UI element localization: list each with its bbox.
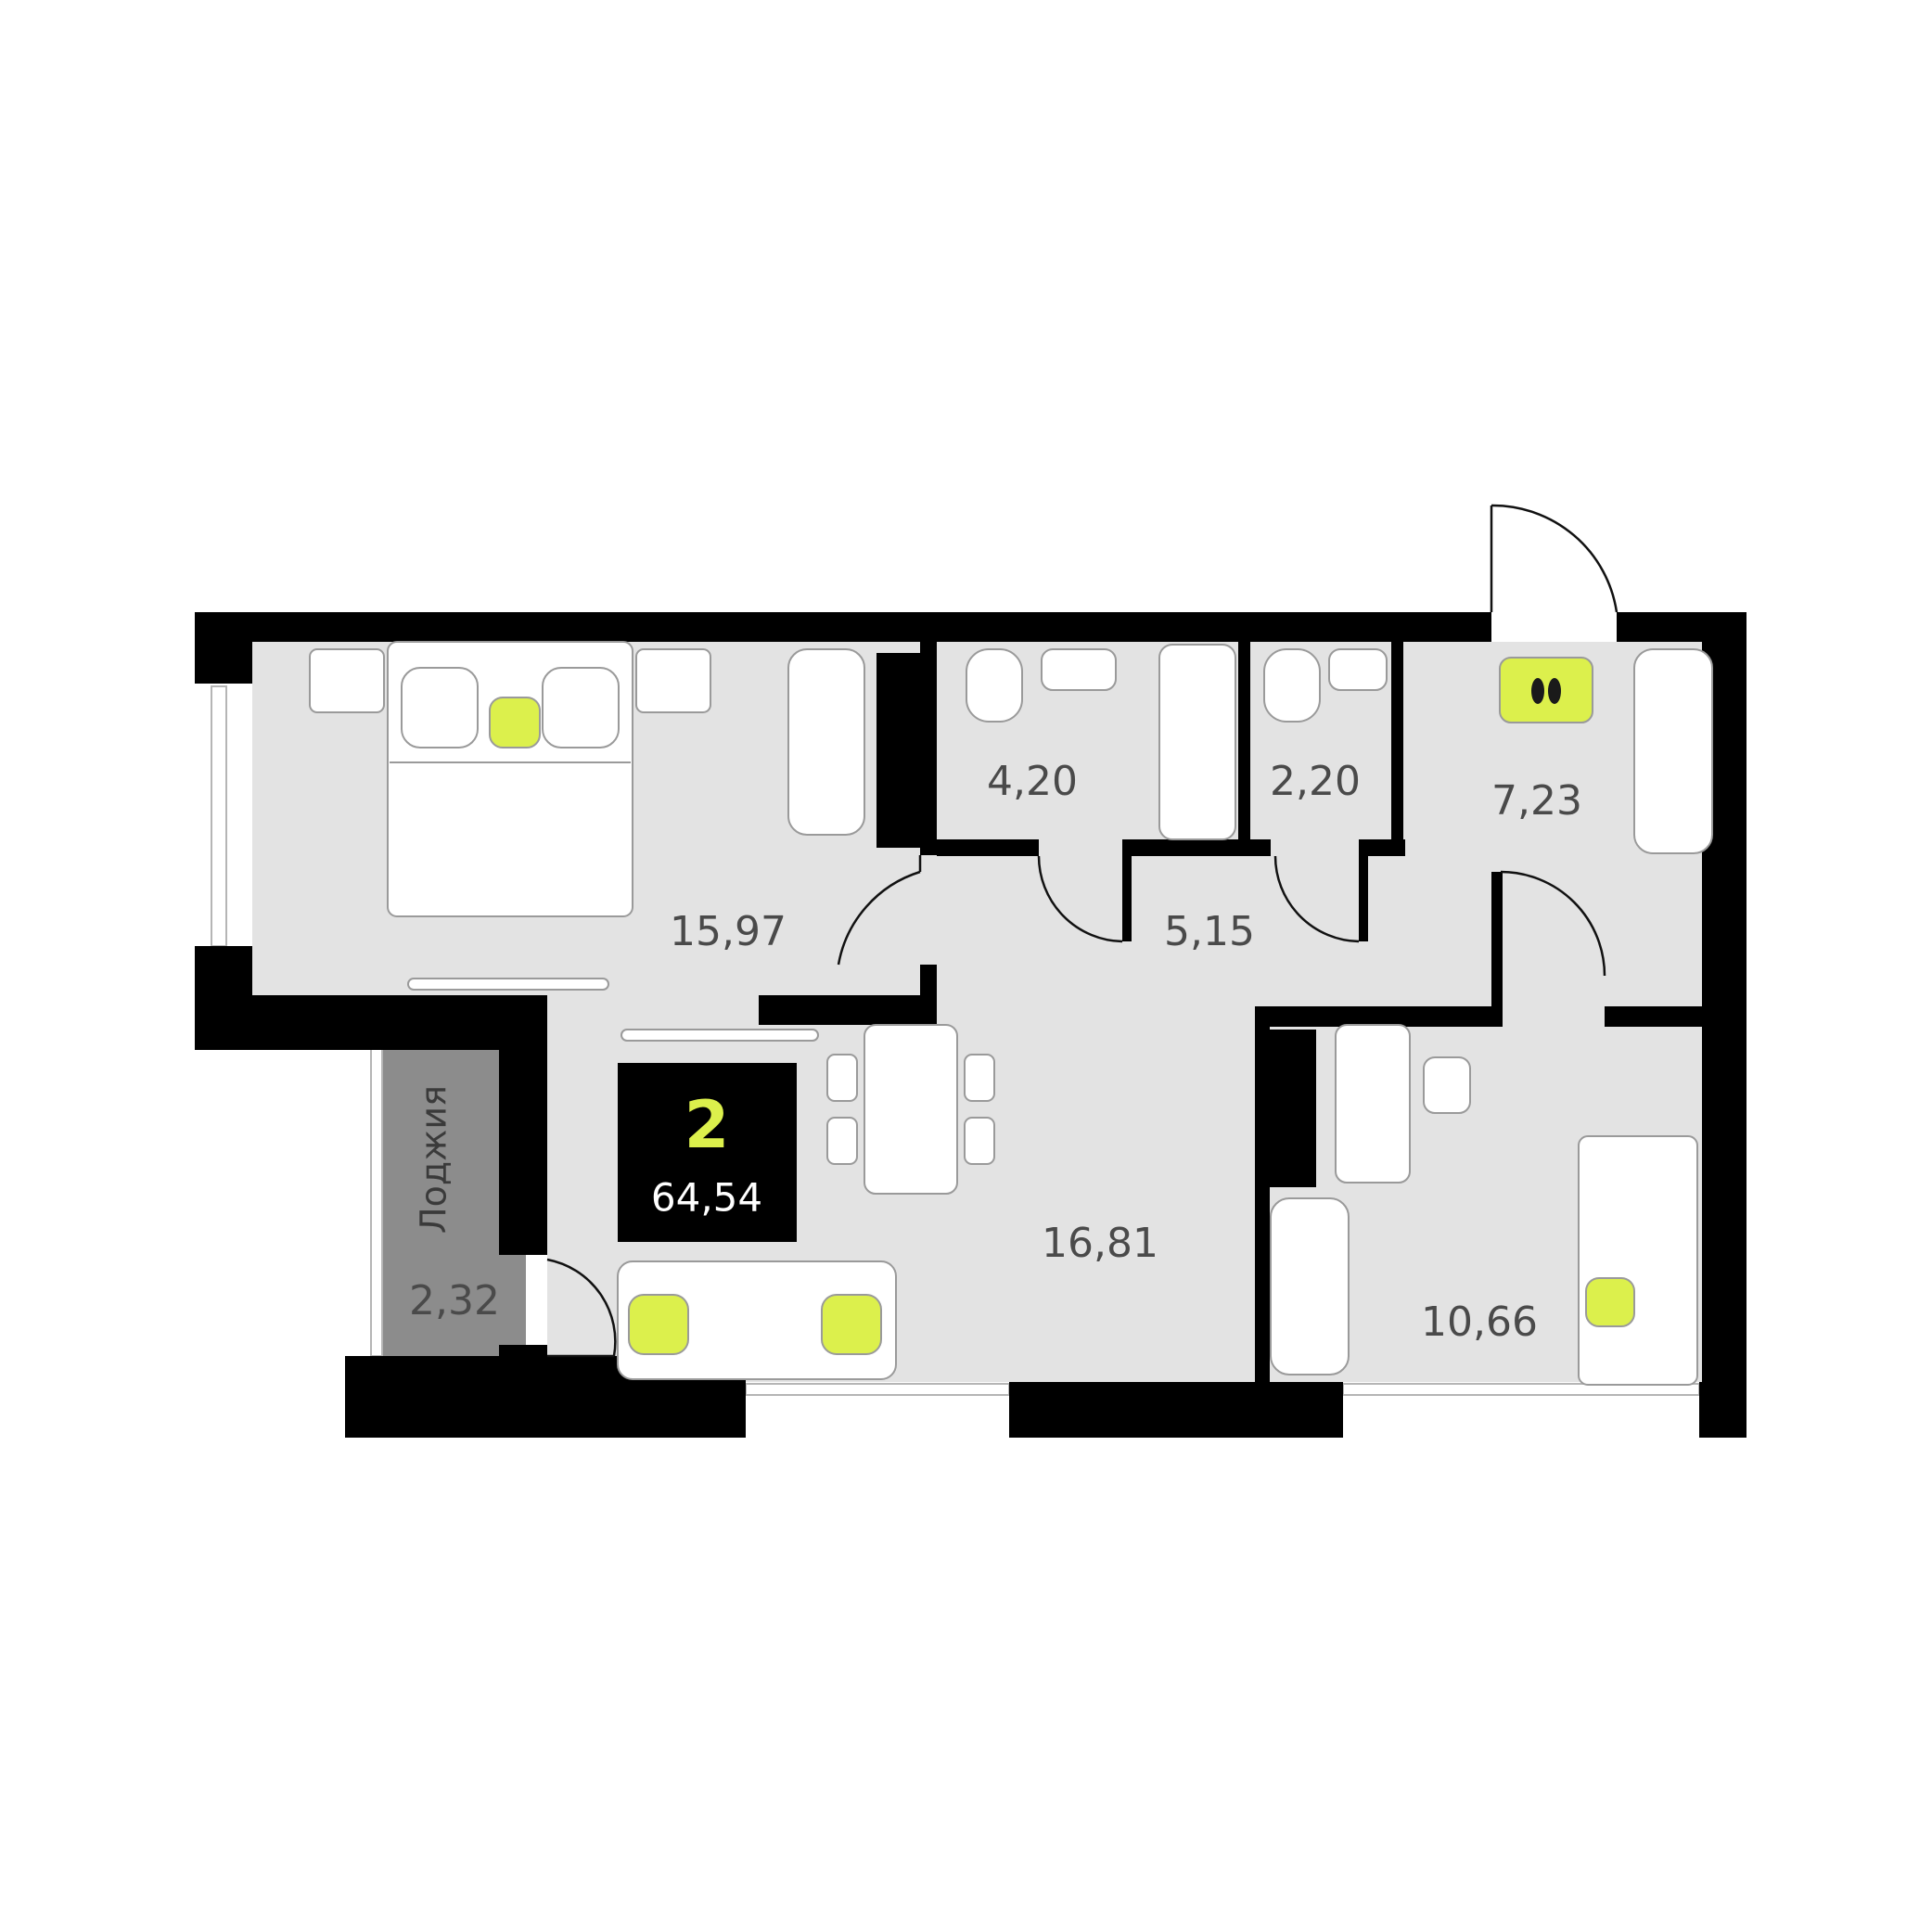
badge-background [618, 1063, 797, 1242]
accent-cushion-sofa-left [628, 1294, 689, 1355]
accent-cushion-children [1585, 1277, 1635, 1327]
window-loggia [370, 1040, 383, 1357]
loggia-labels: Лоджия 2,32 [409, 1085, 500, 1324]
toilet-area: 2,20 [1270, 758, 1361, 805]
wall-loggia-bottom [345, 1356, 549, 1382]
wall-bath-bottom-a [937, 839, 1039, 856]
loggia-area: 2,32 [409, 1277, 500, 1324]
living-furniture [617, 1024, 995, 1380]
wall-toilet-right [1391, 642, 1403, 856]
wall-top-left-post [195, 612, 252, 684]
wall-top [195, 612, 1491, 642]
wall-hall-children [1255, 1006, 1501, 1027]
room-labels: 15,97 4,20 2,20 7,23 5,15 16,81 10,66 [670, 758, 1582, 1346]
shoes-mat [1499, 657, 1593, 723]
wall-hall-children-b [1605, 1006, 1707, 1027]
sink-bath [1041, 648, 1117, 691]
shoes-icon [1531, 678, 1544, 704]
bathroom-area: 4,20 [987, 758, 1078, 805]
door-bedroom [837, 855, 922, 966]
wall-hall-post [1491, 872, 1503, 1027]
wall-closet [876, 653, 929, 848]
single-bed [1578, 1135, 1698, 1386]
bedroom-furniture [309, 641, 865, 991]
windows [211, 685, 1700, 1396]
wall-bedroom-right-stub [920, 965, 937, 1025]
wall-bedroom-bottom-b [759, 995, 937, 1025]
hall-furniture [1499, 648, 1713, 854]
children-furniture [1270, 1024, 1698, 1386]
nightstand-right [635, 648, 711, 713]
window-living [745, 1383, 1010, 1396]
wall-corridor-div-b [1359, 839, 1368, 941]
loggia-title: Лоджия [414, 1085, 454, 1234]
door-toilet [1273, 855, 1360, 943]
desk-chair [1423, 1056, 1471, 1114]
doors [546, 504, 1619, 1358]
chair-4 [964, 1117, 995, 1165]
children-area: 10,66 [1421, 1299, 1538, 1346]
door-children [1500, 870, 1606, 977]
pillow-left [401, 667, 479, 748]
bedroom-shelf [407, 978, 609, 991]
wall-bottom-mid [1009, 1382, 1343, 1438]
living-shelf [621, 1029, 819, 1042]
wall-bath-bottom-b [1122, 839, 1271, 856]
radiator-bedroom [787, 648, 865, 836]
chair-2 [826, 1117, 858, 1165]
door-loggia [546, 1258, 617, 1358]
nightstand-left [309, 648, 385, 713]
radiator-children [1270, 1197, 1350, 1375]
bedroom-area: 15,97 [670, 908, 787, 955]
bath-furniture [966, 644, 1388, 840]
door-entrance [1490, 504, 1619, 613]
accent-cushion-bed [489, 697, 541, 748]
accent-cushion-sofa-right [821, 1294, 882, 1355]
radiator-hall [1633, 648, 1713, 854]
chair-3 [964, 1054, 995, 1102]
toilet-bowl-toilet [1263, 648, 1321, 723]
door-bathroom [1037, 855, 1123, 943]
wall-bath-toilet-div [1238, 642, 1250, 856]
wall-loggia-right [499, 995, 547, 1255]
dining-table [864, 1024, 958, 1195]
desk [1335, 1024, 1411, 1184]
sink-toilet [1328, 648, 1388, 691]
wall-children-left [1255, 1006, 1270, 1382]
wall-bedroom-bottom-a [195, 995, 547, 1050]
apartment-badge: 2 64,54 [618, 1063, 797, 1242]
total-area: 64,54 [651, 1175, 762, 1221]
hallway-area: 7,23 [1491, 777, 1582, 825]
rooms-count: 2 [685, 1087, 730, 1163]
wall-bottom-right [1699, 1382, 1746, 1438]
pillow-right [542, 667, 620, 748]
shoes-icon-right [1548, 678, 1561, 704]
wall-corridor-div-a [1122, 839, 1132, 941]
wall-children-closet [1270, 1030, 1316, 1187]
chair-1 [826, 1054, 858, 1102]
window-bedroom [211, 685, 227, 947]
toilet-bowl-bath [966, 648, 1023, 723]
living-area: 16,81 [1042, 1220, 1158, 1267]
bathtub [1158, 644, 1236, 840]
corridor-area: 5,15 [1164, 908, 1255, 955]
